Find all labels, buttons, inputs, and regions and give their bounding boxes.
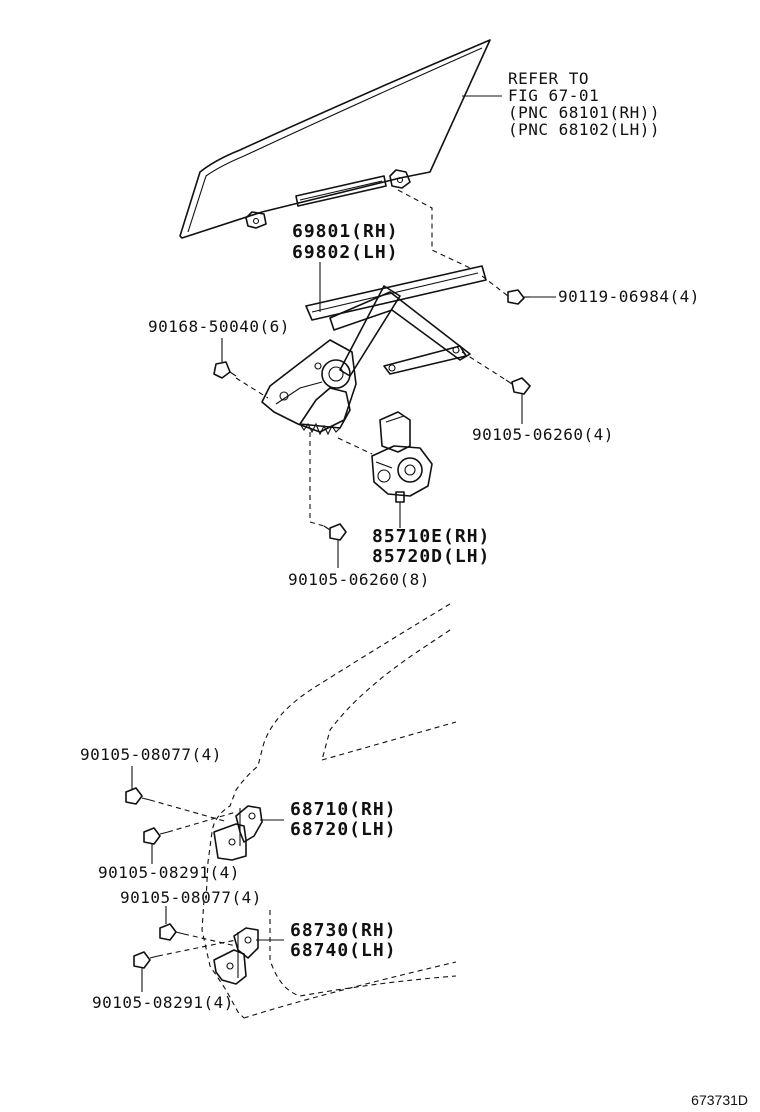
bolt-90105-06260-8-dash bbox=[309, 432, 325, 527]
regulator-lh-label[interactable]: 69802(LH) bbox=[292, 242, 399, 263]
door-glass[interactable] bbox=[179, 39, 491, 239]
lower-hinge-lh-label[interactable]: 68740(LH) bbox=[290, 940, 397, 961]
bolt-upper-90105-08077[interactable] bbox=[125, 787, 151, 805]
motor-to-regulator-dash bbox=[337, 437, 373, 455]
bolt-lower-08291-dash bbox=[157, 939, 237, 957]
upper-hinge[interactable] bbox=[213, 805, 263, 861]
bolt-90168-label[interactable]: 90168-50040(6) bbox=[148, 317, 290, 336]
window-motor[interactable] bbox=[371, 411, 433, 503]
door-body-outline bbox=[201, 603, 457, 1019]
lower-hinge[interactable] bbox=[213, 927, 259, 985]
bolt-lower-08291-label[interactable]: 90105-08291(4) bbox=[92, 993, 234, 1012]
bolt-90105-06260-8-label[interactable]: 90105-06260(8) bbox=[288, 570, 430, 589]
diagram-id: 673731D bbox=[691, 1092, 748, 1108]
glass-to-regulator-dash bbox=[397, 189, 471, 269]
bolt-lower-90105-08077[interactable] bbox=[159, 923, 185, 941]
motor-lh-label[interactable]: 85720D(LH) bbox=[372, 546, 491, 567]
window-regulator[interactable] bbox=[261, 265, 487, 436]
glass-ref-line4: (PNC 68102(LH)) bbox=[508, 120, 660, 139]
bolt-upper-08077-label[interactable]: 90105-08077(4) bbox=[80, 745, 222, 764]
glass-ref-line3: (PNC 68101(RH)) bbox=[508, 103, 660, 122]
bolt-90105-06260-4-dash bbox=[461, 351, 507, 381]
bolt-90105-06260-4-label[interactable]: 90105-06260(4) bbox=[472, 425, 614, 444]
bolt-90119-dash bbox=[481, 275, 509, 297]
bolt-90105-06260-8[interactable] bbox=[323, 523, 347, 541]
bolt-upper-08291-label[interactable]: 90105-08291(4) bbox=[98, 863, 240, 882]
bolt-lower-08077-dash bbox=[183, 933, 237, 947]
bolt-90168-dash bbox=[235, 377, 269, 399]
bolt-90105-06260-4[interactable] bbox=[505, 377, 531, 395]
motor-rh-label[interactable]: 85710E(RH) bbox=[372, 526, 491, 547]
glass-ref-line1: REFER TO bbox=[508, 69, 590, 88]
lower-hinge-rh-label[interactable]: 68730(RH) bbox=[290, 920, 397, 941]
bolt-lower-08077-label[interactable]: 90105-08077(4) bbox=[120, 888, 262, 907]
glass-ref-line2: FIG 67-01 bbox=[508, 86, 600, 105]
bolt-lower-90105-08291[interactable] bbox=[133, 951, 159, 969]
bolt-90119-label[interactable]: 90119-06984(4) bbox=[558, 287, 700, 306]
bolt-upper-08291-dash bbox=[167, 811, 237, 833]
upper-hinge-lh-label[interactable]: 68720(LH) bbox=[290, 819, 397, 840]
upper-hinge-rh-label[interactable]: 68710(RH) bbox=[290, 799, 397, 820]
bolt-90168-50040[interactable] bbox=[213, 361, 237, 379]
bolt-90119-06984[interactable] bbox=[507, 289, 530, 305]
bolt-upper-90105-08291[interactable] bbox=[143, 827, 169, 845]
regulator-rh-label[interactable]: 69801(RH) bbox=[292, 221, 399, 242]
